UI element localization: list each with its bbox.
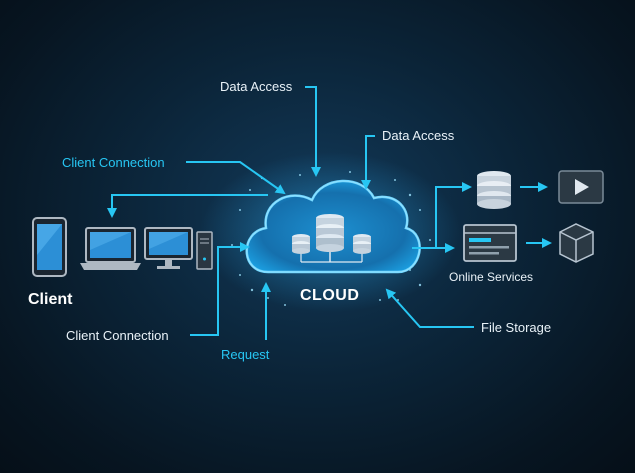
cloud-server-left-icon: [292, 234, 310, 254]
cloud-server-center-icon: [316, 214, 344, 262]
smartphone-icon: [32, 217, 67, 277]
cloud-server-right-icon: [353, 234, 371, 254]
label-file-storage: File Storage: [481, 320, 552, 335]
laptop-icon: [80, 227, 141, 270]
connector-to-services: [412, 182, 472, 249]
label-request: Request: [221, 347, 270, 362]
label-client-connection-top: Client Connection: [62, 155, 165, 170]
browser-window-icon: [463, 224, 517, 262]
connector-data-access-right: [361, 135, 375, 190]
play-icon: [558, 170, 604, 204]
label-online-services: Online Services: [449, 270, 534, 284]
label-client: Client: [28, 291, 73, 308]
connector-to-laptop: [107, 194, 268, 218]
label-cloud: CLOUD: [300, 287, 360, 304]
label-client-connection-bottom: Client Connection: [66, 328, 169, 343]
desktop-icon: [144, 227, 193, 269]
connector-client-connection-bottom: [190, 242, 250, 336]
label-data-access-top: Data Access: [220, 79, 293, 94]
label-data-access-right: Data Access: [382, 128, 455, 143]
connector-file-storage: [385, 288, 474, 328]
box-icon: [559, 223, 594, 263]
server-tower-icon: [196, 231, 213, 270]
database-icon: [477, 171, 511, 209]
connector-data-access-top: [305, 86, 321, 177]
connector-client-connection-top: [186, 161, 286, 195]
